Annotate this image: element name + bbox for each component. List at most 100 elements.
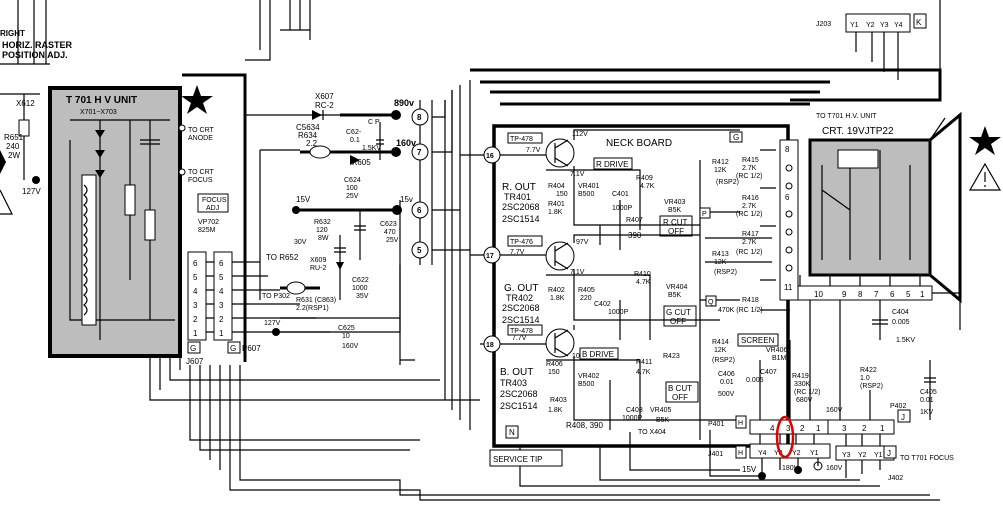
neck-board-title: NECK BOARD (606, 138, 672, 149)
star-icon (969, 126, 1001, 155)
label-c403: C403 (626, 407, 643, 414)
label-to-p302: TO P302 (262, 293, 290, 300)
svg-text:8: 8 (858, 290, 863, 299)
label-to-x404: TO X404 (638, 429, 666, 436)
label-g-cut: G CUT (666, 308, 691, 317)
label-r419-volt: 680V (796, 397, 813, 404)
label-vr401: VR401 (578, 183, 600, 190)
label-r407: R407 (626, 217, 643, 224)
label-r410-value: 4.7K (636, 279, 651, 286)
label-c621: C P (368, 119, 380, 126)
svg-text:Y3: Y3 (774, 450, 783, 457)
label-30v: 30V (294, 239, 307, 246)
label-c621-ref: C62- (346, 129, 362, 136)
label-c622-volt: 35V (356, 293, 369, 300)
label-k-tag: K (916, 18, 922, 27)
label-c401-value: 1000P (612, 205, 633, 212)
label-c405-value: 0.01 (920, 397, 934, 404)
label-r419-type: (RC 1/2) (794, 389, 820, 396)
label-71v-b: 7.1V (570, 269, 585, 276)
label-r408: R408, 390 (566, 421, 603, 430)
svg-text:6: 6 (193, 259, 198, 268)
svg-text:18: 18 (486, 342, 494, 349)
label-x605: X605 (352, 158, 371, 167)
svg-text:5: 5 (417, 246, 422, 255)
label-c625: C625 (338, 325, 355, 332)
label-vr403-value: B5K (668, 207, 682, 214)
label-tr403-part: 2SC2068 (500, 389, 538, 399)
label-tr401: TR401 (504, 192, 531, 202)
label-r409-value: 4.7K (640, 183, 655, 190)
label-j607: J607 (186, 357, 204, 366)
label-to-t701-focus: TO T701 FOCUS (900, 455, 954, 462)
highlight-marker (775, 415, 795, 459)
label-c407: C407 (760, 369, 777, 376)
label-c5634: C5634 (296, 123, 320, 132)
label-x607: X607 (315, 92, 334, 101)
label-r632-value: 120 (316, 227, 328, 234)
label-p402: P402 (890, 403, 906, 410)
label-c401: C401 (612, 191, 629, 198)
warning-triangle-icon (0, 189, 13, 215)
label-r414-type: (RSP2) (712, 357, 735, 364)
label-r415-type: (RC 1/2) (736, 173, 762, 180)
svg-text:6: 6 (785, 193, 790, 202)
label-c406-volt: 500V (718, 391, 735, 398)
svg-text:10: 10 (814, 290, 823, 299)
label-vr404-value: B5K (668, 292, 682, 299)
label-to-crt-anode: TO CRT (188, 127, 215, 134)
warning-triangle-icon (968, 162, 1002, 191)
svg-text:3: 3 (193, 301, 198, 310)
label-g-cut-off: OFF (670, 317, 686, 326)
label-c623-value: 470 (384, 229, 396, 236)
label-15v-bottom: 15V (742, 465, 757, 474)
svg-text:2: 2 (800, 424, 805, 433)
label-r651-watt: 2W (8, 151, 20, 160)
label-r631: R631 (C863) (296, 297, 336, 304)
label-160v: 160v (396, 138, 416, 148)
label-r417: R417 (742, 231, 759, 238)
svg-text:1: 1 (920, 290, 925, 299)
label-r-cut-off: OFF (668, 227, 684, 236)
label-tr403: TR403 (500, 378, 527, 388)
label-j-tag-a: J (901, 413, 905, 422)
svg-text:5: 5 (906, 290, 911, 299)
label-j203: J203 (816, 21, 831, 28)
label-r416-type: (RC 1/2) (736, 211, 762, 218)
label-r-out: R. OUT (502, 182, 536, 193)
label-vr403: VR403 (664, 199, 686, 206)
svg-text:16: 16 (486, 153, 494, 160)
label-tr401-part: 2SC2068 (502, 202, 540, 212)
label-p607-tag: G (230, 344, 236, 353)
label-r419-value: 330K (794, 381, 811, 388)
label-r-drive: R DRIVE (596, 160, 628, 169)
svg-text:Y1: Y1 (810, 450, 819, 457)
label-c622: C622 (352, 277, 369, 284)
transistor-g (545, 241, 575, 271)
label-service-tip: SERVICE TIP (493, 455, 543, 464)
label-r631-value: 2.2(RSP1) (296, 305, 329, 312)
label-vr402: VR402 (578, 373, 600, 380)
label-h-tag-a: H (738, 420, 743, 427)
label-g-out: G. OUT (504, 283, 538, 294)
svg-text:Y2: Y2 (792, 450, 801, 457)
label-c625-value: 10 (342, 333, 350, 340)
label-r406-value: 150 (548, 369, 560, 376)
connector-crt-socket: 8 6 11 (779, 139, 799, 301)
label-tp478-b: TP-478 (510, 328, 533, 335)
label-15v-mid: 15v (400, 195, 413, 204)
label-tr402-part: 2SC2068 (502, 303, 540, 313)
svg-text:8: 8 (417, 113, 422, 122)
label-c402-value: 1000P (608, 309, 629, 316)
label-tr401-alt: 2SC1514 (502, 214, 540, 224)
label-adj: ADJ (206, 205, 219, 212)
t701-title: T 701 H V UNIT (66, 95, 137, 106)
label-127v-b: 127V (264, 320, 281, 327)
label-r412-value: 12K (714, 167, 727, 174)
svg-text:P: P (702, 211, 707, 218)
label-r416: R416 (742, 195, 759, 202)
svg-text:2: 2 (219, 315, 224, 324)
svg-text:1: 1 (193, 329, 198, 338)
label-p401: P401 (708, 421, 724, 428)
label-160v-c: 160V (826, 465, 843, 472)
